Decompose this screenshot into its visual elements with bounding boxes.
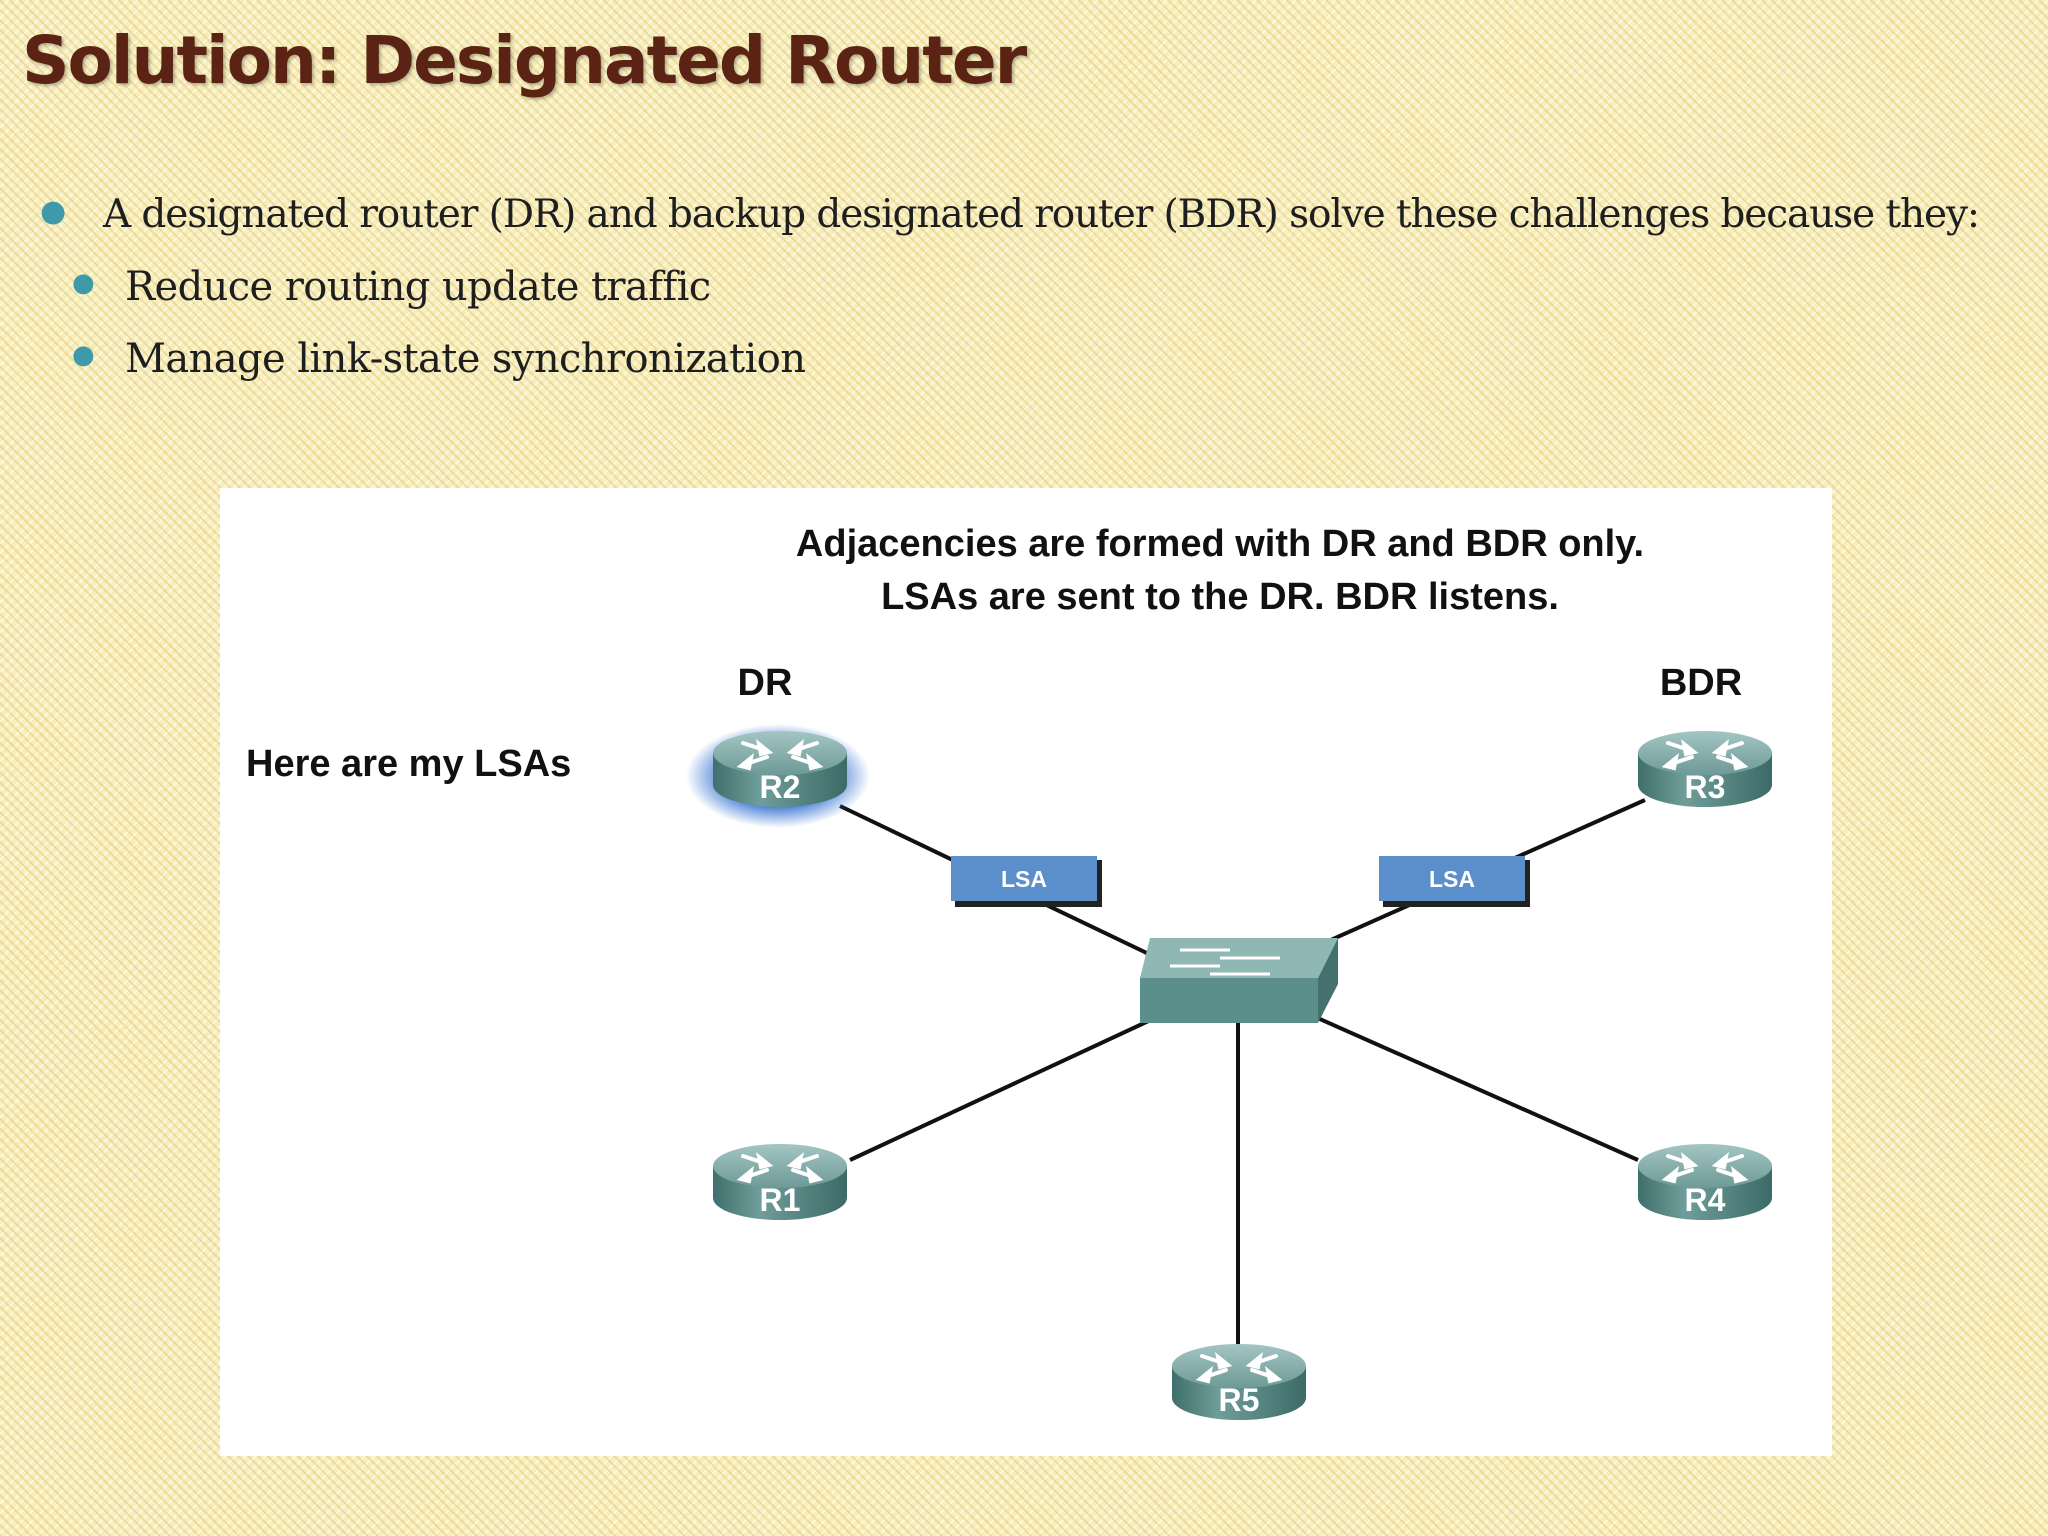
sub-bullet-item: ● Manage link-state synchronization — [72, 336, 806, 382]
speech-text: Here are my LSAs — [246, 743, 571, 785]
diagram-caption-line2: LSAs are sent to the DR. BDR listens. — [881, 576, 1559, 618]
ospf-dr-diagram: Adjacencies are formed with DR and BDR o… — [220, 488, 1832, 1456]
router-label: R2 — [760, 769, 801, 805]
bdr-label: BDR — [1660, 662, 1742, 704]
lsa-packet-right: LSA — [1379, 856, 1530, 907]
sub-bullet-item: ● Reduce routing update traffic — [72, 264, 711, 310]
bullet-text: A designated router (DR) and backup desi… — [103, 192, 1980, 237]
switch-icon — [1140, 938, 1338, 1023]
lsa-packet-left: LSA — [951, 856, 1102, 907]
lsa-packet-label: LSA — [1429, 866, 1475, 892]
router-r3-icon: R3 — [1636, 729, 1774, 809]
router-label: R1 — [760, 1182, 801, 1218]
router-r1-icon: R1 — [711, 1142, 849, 1222]
lsa-packet-label: LSA — [1001, 866, 1047, 892]
bullet-text: Reduce routing update traffic — [125, 264, 711, 310]
router-r4-icon: R4 — [1636, 1142, 1774, 1222]
bullet-text: Manage link-state synchronization — [125, 336, 806, 382]
bullet-dot-icon: ● — [72, 268, 95, 298]
bullet-dot-icon: ● — [72, 340, 95, 370]
router-r5-icon: R5 — [1170, 1342, 1308, 1422]
bullet-dot-icon: ● — [40, 194, 66, 229]
link-r1-switch — [849, 1016, 1156, 1162]
slide-title: Solution: Designated Router — [22, 22, 1027, 99]
diagram-caption-line1: Adjacencies are formed with DR and BDR o… — [796, 523, 1644, 565]
router-r2-icon: R2 — [711, 729, 849, 809]
dr-label: DR — [738, 662, 793, 704]
router-label: R3 — [1685, 769, 1726, 805]
router-label: R4 — [1685, 1182, 1726, 1218]
bullet-item: ● A designated router (DR) and backup de… — [40, 192, 1980, 237]
network-topology: Adjacencies are formed with DR and BDR o… — [246, 523, 1774, 1422]
router-label: R5 — [1219, 1382, 1260, 1418]
link-r4-switch — [1294, 1006, 1639, 1162]
